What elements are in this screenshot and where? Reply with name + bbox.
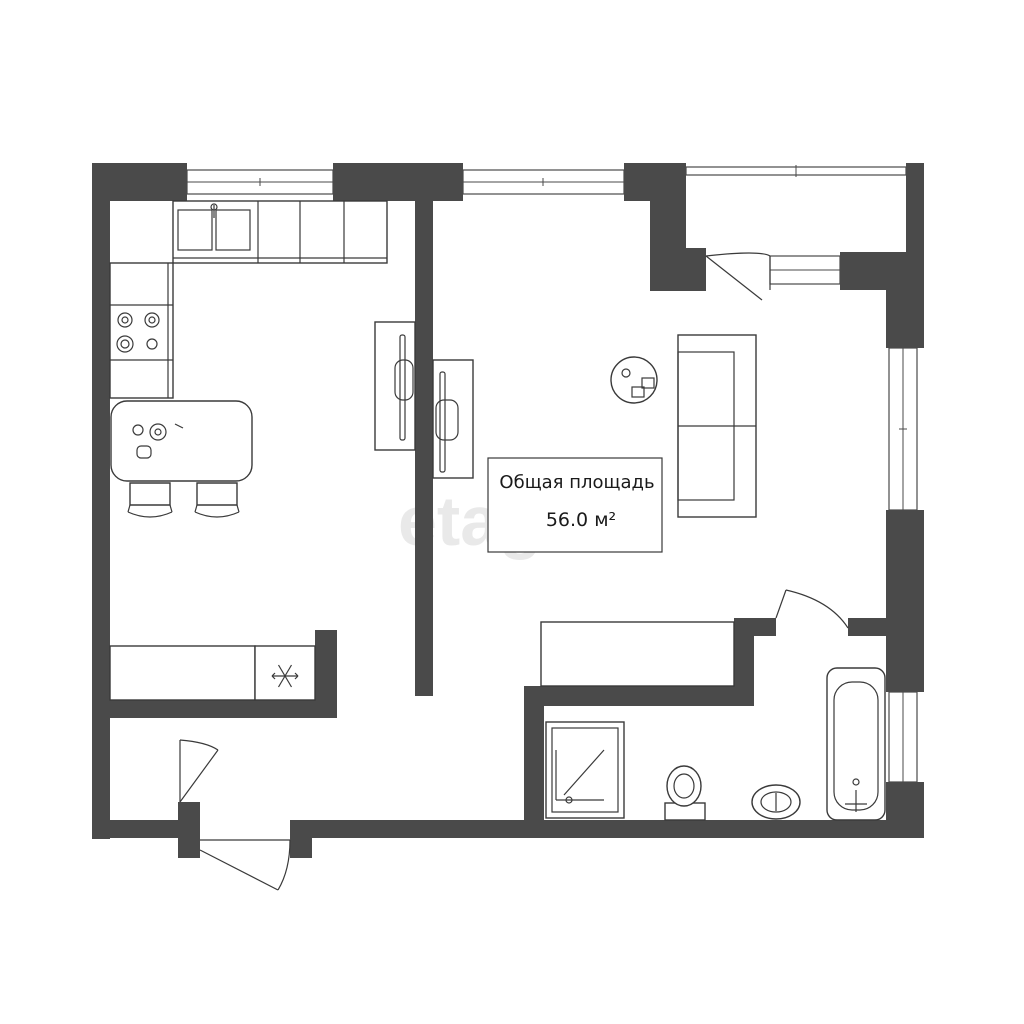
bathtub-icon: [826, 667, 886, 821]
kitchen-counter-left: [109, 262, 174, 399]
stove-icon: [116, 312, 160, 353]
toilet-icon: [664, 765, 706, 821]
dining-table: [110, 400, 253, 482]
shower-icon: [545, 721, 625, 819]
dining-chair: [194, 482, 240, 518]
outer-walls: [92, 163, 924, 858]
snowflake-icon: [271, 664, 299, 688]
kitchen-counter-bottom: [109, 645, 316, 701]
sink-icon: [177, 203, 251, 251]
interior-walls: [92, 201, 906, 838]
sofa: [677, 334, 757, 518]
area-label-box: Общая площадь 56.0 м²: [487, 457, 663, 553]
area-value: 56.0 м²: [546, 509, 616, 531]
area-label: Общая площадь: [499, 472, 654, 493]
coffee-table: [610, 356, 658, 404]
tv-unit-left: [374, 321, 416, 451]
kitchen-counter-top: [172, 200, 388, 264]
wardrobe: [540, 621, 735, 687]
dining-chair: [127, 482, 173, 518]
doors: [179, 252, 849, 891]
tv-unit-right: [432, 359, 474, 479]
windows: [186, 165, 918, 783]
bathroom-sink: [751, 784, 801, 820]
